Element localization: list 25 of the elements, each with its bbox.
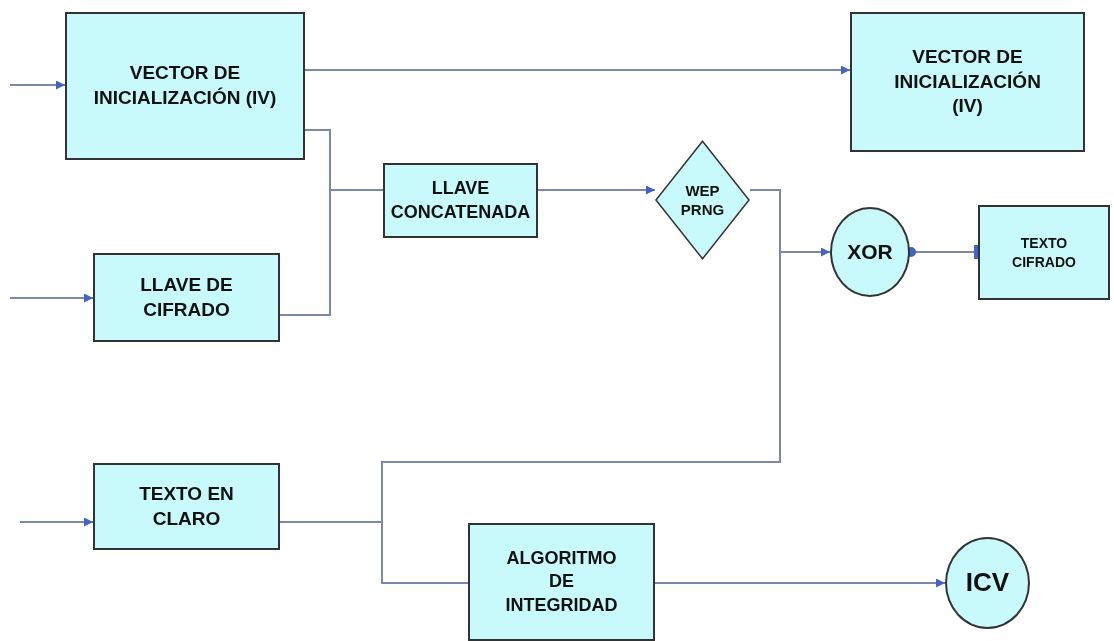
node-label: VECTOR DE INICIALIZACIÓN (IV) [893, 44, 1042, 119]
process-box [383, 163, 538, 238]
process-box [93, 463, 280, 550]
node-label: LLAVE CONCATENADA [389, 177, 532, 224]
process-box [850, 12, 1085, 152]
arrow [304, 65, 851, 75]
node-label: LLAVE DE CIFRADO [139, 272, 234, 322]
arrow [9, 80, 66, 90]
node-label: ICV [965, 566, 1010, 600]
arrow [537, 185, 656, 195]
node-label: XOR [847, 239, 893, 266]
process-box [468, 523, 655, 641]
node-label: TEXTO EN CLARO [138, 481, 235, 531]
arrow [654, 578, 946, 588]
node-label: TEXTO CIFRADO [1011, 234, 1077, 271]
process-box [65, 12, 305, 160]
node-label: ALGORITMO DE INTEGRIDAD [504, 546, 619, 617]
process-box [978, 205, 1110, 300]
process-box [93, 253, 280, 342]
node-label: VECTOR DE INICIALIZACIÓN (IV) [92, 61, 278, 110]
connector-line [279, 189, 384, 316]
arrow [19, 517, 94, 527]
node-label: WEP PRNG [679, 180, 726, 220]
arrow [9, 293, 94, 303]
connector-line [279, 521, 469, 584]
